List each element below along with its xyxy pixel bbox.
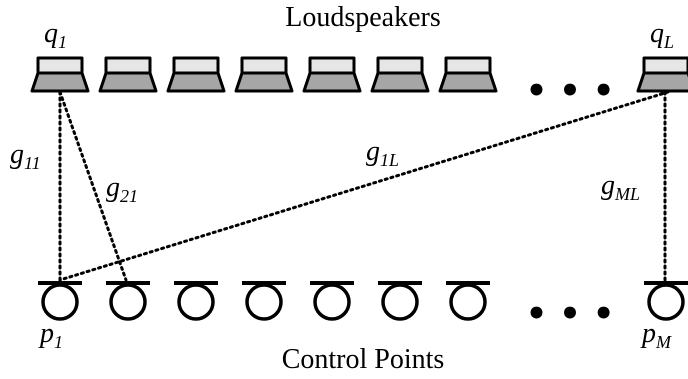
svg-text:gML: gML (601, 170, 640, 204)
svg-text:q1: q1 (44, 18, 67, 52)
control-point-icon (644, 281, 688, 321)
speaker-ellipsis: • • • (526, 71, 615, 111)
svg-text:g21: g21 (106, 172, 138, 206)
label-g1L: g1L (366, 136, 399, 170)
control-point-icon (38, 281, 82, 321)
control-point-icon (378, 281, 422, 321)
label-g11: g11 (10, 139, 41, 173)
point-ellipsis: • • • (526, 294, 615, 334)
loudspeaker-icon (98, 56, 158, 93)
label-gML: gML (601, 170, 640, 204)
svg-text:qL: qL (650, 18, 674, 52)
svg-text:g11: g11 (10, 139, 41, 173)
control-point-icon (310, 281, 354, 321)
label-pM: pM (640, 318, 672, 352)
label-g21: g21 (106, 172, 138, 206)
svg-text:pM: pM (640, 318, 672, 352)
label-p1: p1 (38, 318, 63, 352)
label-q1: q1 (44, 18, 67, 52)
loudspeaker-icon (30, 56, 90, 93)
loudspeaker-icon (370, 56, 430, 93)
loudspeaker-icon (636, 56, 688, 93)
loudspeakers-title: Loudspeakers (285, 2, 441, 33)
loudspeaker-row (30, 56, 688, 93)
control-point-icon (242, 281, 286, 321)
loudspeaker-icon (234, 56, 294, 93)
path-g1L (58, 90, 670, 282)
svg-text:g1L: g1L (366, 136, 399, 170)
control-point-row (38, 281, 688, 321)
svg-text:p1: p1 (38, 318, 63, 352)
control-point-icon (174, 281, 218, 321)
loudspeaker-icon (438, 56, 498, 93)
control-point-icon (106, 281, 150, 321)
loudspeaker-icon (302, 56, 362, 93)
loudspeaker-icon (166, 56, 226, 93)
label-qL: qL (650, 18, 674, 52)
control-point-icon (446, 281, 490, 321)
path-g21 (58, 90, 128, 282)
control-points-title: Control Points (282, 344, 445, 375)
